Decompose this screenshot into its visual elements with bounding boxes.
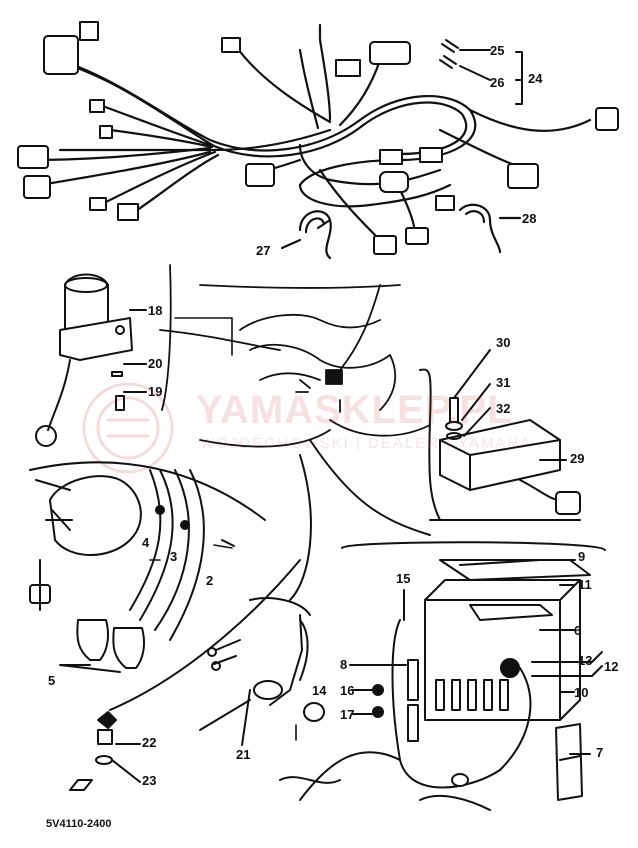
callout-9: 9	[578, 549, 586, 564]
callout-12: 12	[604, 659, 619, 674]
callout-27: 27	[256, 243, 271, 258]
callout-29: 29	[570, 451, 585, 466]
callout-20: 20	[148, 356, 163, 371]
callout-14: 14	[312, 683, 327, 698]
callout-19: 19	[148, 384, 163, 399]
callout-25: 25	[490, 43, 505, 58]
callout-22: 22	[142, 735, 157, 750]
callout-5: 5	[48, 673, 56, 688]
callout-7: 7	[596, 745, 604, 760]
callout-4: 4	[142, 535, 150, 550]
clamp-parts	[280, 203, 522, 260]
callout-30: 30	[496, 335, 511, 350]
callout-3: 3	[170, 549, 178, 564]
callout-16: 16	[340, 683, 355, 698]
harness-connectors	[17, 21, 619, 255]
callout-2: 2	[206, 573, 214, 588]
neutral-switch	[69, 454, 325, 791]
watermark-subtitle: WOJDECHOWSKI | DEALER | YAMAHA	[200, 435, 533, 452]
wire-harness	[28, 23, 592, 242]
callout-15: 15	[396, 571, 411, 586]
callout-23: 23	[142, 773, 157, 788]
callout-26: 26	[490, 75, 505, 90]
callout-31: 31	[496, 375, 511, 390]
callout-21: 21	[236, 747, 251, 762]
callout-6: 6	[574, 623, 582, 638]
battery-assembly	[279, 439, 606, 811]
callout-32: 32	[496, 401, 511, 416]
callout-10: 10	[574, 685, 589, 700]
callout-18: 18	[148, 303, 163, 318]
watermark-title: YAMASKLEP.PL	[196, 388, 513, 432]
regulator	[419, 349, 581, 521]
watermark-seal	[82, 382, 174, 474]
callout-8: 8	[340, 657, 348, 672]
callout-24: 24	[528, 71, 543, 86]
ignition-coil	[29, 461, 266, 673]
callout-17: 17	[340, 707, 355, 722]
frame-sketch	[159, 264, 431, 448]
leader-lines	[149, 317, 297, 741]
callout-13: 13	[578, 653, 593, 668]
terminal-parts	[439, 39, 523, 105]
callout-28: 28	[522, 211, 537, 226]
diagram-code: 5V4110-2400	[46, 818, 112, 830]
main-switch	[35, 273, 147, 447]
callout-11: 11	[578, 577, 592, 592]
